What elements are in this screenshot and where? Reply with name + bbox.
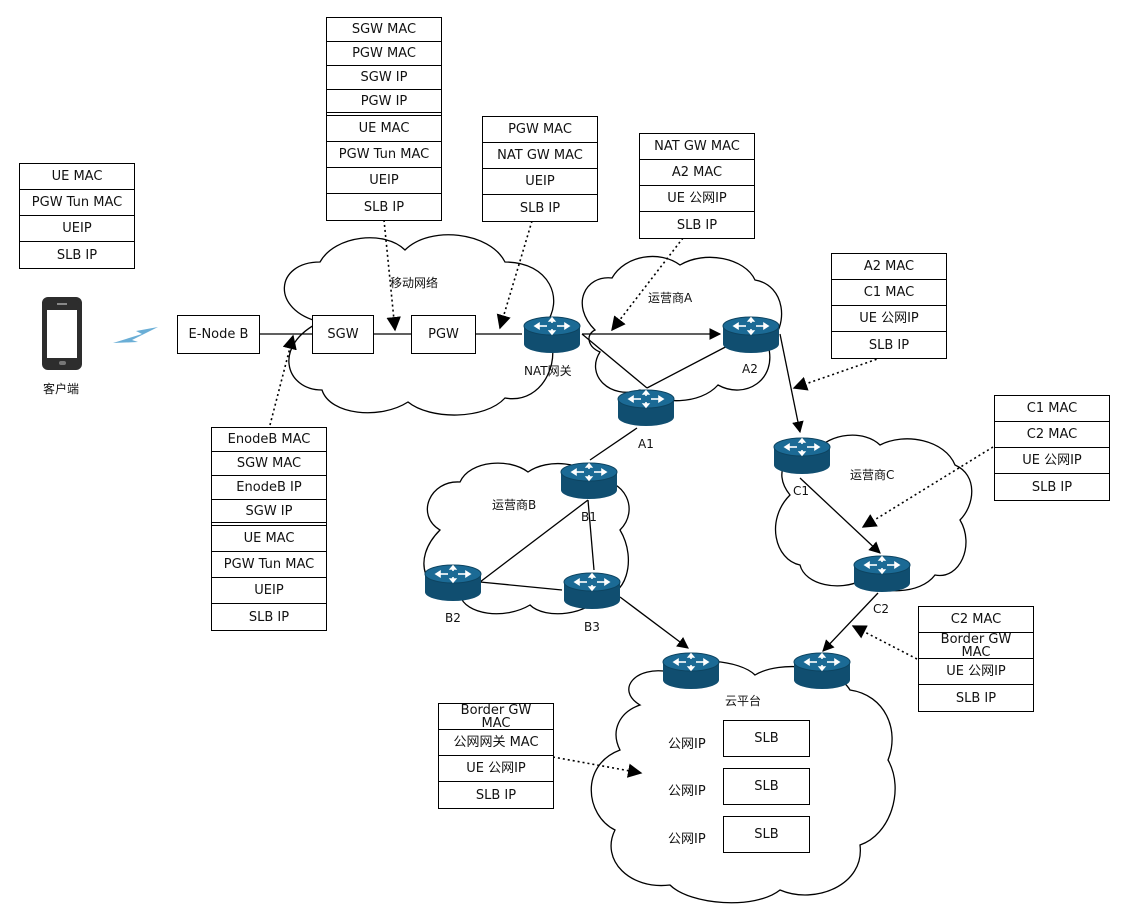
header-cell: UE MAC xyxy=(20,164,134,190)
public-ip-label: 公网IP xyxy=(668,832,706,847)
public-ip-label: 公网IP xyxy=(668,784,706,799)
router-icon-a2 xyxy=(722,316,780,354)
header-cell: UEIP xyxy=(212,578,326,604)
pgw-box: PGW xyxy=(411,315,476,354)
header-cell: UE 公网IP xyxy=(439,756,553,782)
carrier-c-label: 运营商C xyxy=(850,468,895,482)
header-cell: C1 MAC xyxy=(995,396,1109,422)
header-cell: SLB IP xyxy=(1031,479,1073,495)
b1-label: B1 xyxy=(581,510,597,524)
header-cell: SLB IP xyxy=(56,247,98,263)
mobile-network-label: 移动网络 xyxy=(390,276,439,290)
header-cell: SGW MAC xyxy=(327,18,441,42)
header-cell: SLB IP xyxy=(248,609,290,625)
header-cell: SLB IP xyxy=(868,337,910,353)
a2-label: A2 xyxy=(742,362,758,376)
header-cell: SLB IP xyxy=(363,199,405,215)
sgw-box: SGW xyxy=(312,315,374,354)
router-icon-b2 xyxy=(424,564,482,602)
b2-label: B2 xyxy=(445,611,461,625)
router-icon-b3 xyxy=(563,572,621,610)
header-cell: PGW MAC xyxy=(327,42,441,66)
router-icon-nat xyxy=(523,316,581,354)
header-cell: PGW Tun MAC xyxy=(212,552,326,578)
header-cell: UEIP xyxy=(20,216,134,242)
c1-label: C1 xyxy=(793,484,810,498)
router-icon-b1 xyxy=(560,462,618,500)
header-cell: C1 MAC xyxy=(832,280,946,306)
header-cell: C2 MAC xyxy=(995,422,1109,448)
header-cell: PGW Tun MAC xyxy=(327,142,441,168)
slb-box: SLB xyxy=(723,768,810,805)
c2-label: C2 xyxy=(873,602,890,616)
smartphone-icon xyxy=(42,297,82,370)
header-cell: UEIP xyxy=(483,169,597,195)
header-cell: UE 公网IP xyxy=(640,186,754,212)
header-cell: PGW MAC xyxy=(483,117,597,143)
router-icon-c1 xyxy=(773,437,831,475)
enodeb-header-table: EnodeB MAC SGW MAC EnodeB IP SGW IP UE M… xyxy=(211,427,327,631)
public-ip-label: 公网IP xyxy=(668,737,706,752)
border-gw-header-table: Border GW MAC 公网网关 MAC UE 公网IP SLB IP xyxy=(438,703,554,809)
enodeb-box: E-Node B xyxy=(177,315,260,354)
header-cell: C2 MAC xyxy=(919,607,1033,633)
header-cell: UE MAC xyxy=(327,116,441,142)
header-cell: SGW IP xyxy=(212,500,326,526)
header-cell: SGW IP xyxy=(327,66,441,90)
header-cell: NAT GW MAC xyxy=(640,134,754,160)
c2-header-table: C2 MAC Border GW MAC UE 公网IP SLB IP xyxy=(918,606,1034,712)
header-cell: SLB IP xyxy=(475,787,517,803)
header-cell: SLB IP xyxy=(676,217,718,233)
header-cell: A2 MAC xyxy=(640,160,754,186)
header-cell: 公网网关 MAC xyxy=(439,730,553,756)
pgw-header-table: PGW MAC NAT GW MAC UEIP SLB IP xyxy=(482,116,598,222)
carrier-c-cloud xyxy=(774,434,973,592)
header-cell: PGW Tun MAC xyxy=(20,190,134,216)
sgw-header-table: SGW MAC PGW MAC SGW IP PGW IP UE MAC PGW… xyxy=(326,17,442,221)
slb-box: SLB xyxy=(723,720,810,757)
carrier-a-label: 运营商A xyxy=(648,291,693,305)
header-cell: UE 公网IP xyxy=(995,448,1109,474)
nat-label: NAT网关 xyxy=(524,364,572,378)
wireless-signal-icon xyxy=(113,327,158,343)
header-cell: EnodeB MAC xyxy=(212,428,326,452)
ue-header-table: UE MAC PGW Tun MAC UEIP SLB IP xyxy=(19,163,135,269)
router-icon-cloud-left xyxy=(662,652,720,690)
header-cell: SLB IP xyxy=(519,200,561,216)
carrier-b-label: 运营商B xyxy=(492,498,537,512)
header-cell: UE 公网IP xyxy=(919,659,1033,685)
b3-label: B3 xyxy=(584,620,600,634)
slb-box: SLB xyxy=(723,816,810,853)
header-cell: UE 公网IP xyxy=(832,306,946,332)
a1-label: A1 xyxy=(638,437,654,451)
nat-header-table: NAT GW MAC A2 MAC UE 公网IP SLB IP xyxy=(639,133,755,239)
a2-header-table: A2 MAC C1 MAC UE 公网IP SLB IP xyxy=(831,253,947,359)
header-cell: UE MAC xyxy=(212,526,326,552)
header-cell: SGW MAC xyxy=(212,452,326,476)
c1-header-table: C1 MAC C2 MAC UE 公网IP SLB IP xyxy=(994,395,1110,501)
router-icon-cloud-right xyxy=(793,652,851,690)
header-cell: PGW IP xyxy=(327,90,441,116)
router-icon-a1 xyxy=(617,389,675,427)
header-cell: EnodeB IP xyxy=(212,476,326,500)
router-icon-c2 xyxy=(853,555,911,593)
cloud-platform-label: 云平台 xyxy=(725,694,762,708)
header-cell: Border GW MAC xyxy=(919,633,1033,659)
client-label: 客户端 xyxy=(43,382,80,396)
header-cell: A2 MAC xyxy=(832,254,946,280)
header-cell: SLB IP xyxy=(955,690,997,706)
header-cell: Border GW MAC xyxy=(439,704,553,730)
header-cell: UEIP xyxy=(327,168,441,194)
header-cell: NAT GW MAC xyxy=(483,143,597,169)
